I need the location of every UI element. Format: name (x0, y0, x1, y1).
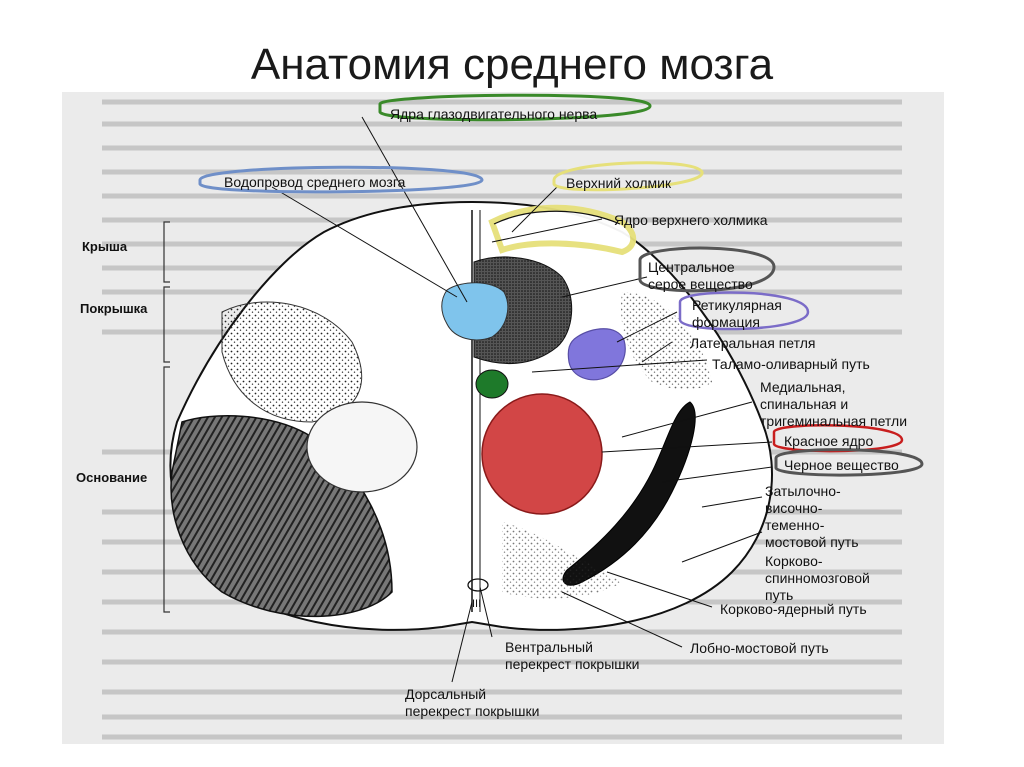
label-reticular-line1: Ретикулярная (692, 297, 782, 313)
label-dorsal-decussation-line1: Дорсальный (405, 686, 487, 702)
label-medial-line1: Медиальная, (760, 379, 846, 395)
label-corticospinal-line3: путь (765, 587, 794, 603)
slide-title: Анатомия среднего мозга (250, 40, 774, 89)
left-tegmentum-shading (221, 301, 363, 423)
label-medial-line3: тригеминальная петли (760, 413, 908, 429)
label-frontopontine: Лобно-мостовой путь (690, 640, 829, 656)
right-tegmentum-shading (621, 292, 712, 390)
label-occipito-line2: височно- (765, 500, 823, 516)
midbrain-illustration (102, 93, 924, 740)
label-occipito-line3: теменно- (765, 517, 825, 533)
leader-lines (271, 116, 773, 683)
label-red-nucleus: Красное ядро (784, 433, 874, 449)
label-superior-colliculus: Верхний холмик (566, 175, 672, 191)
label-ventral-decussation-line1: Вентральный (505, 639, 593, 655)
side-label-tegmentum: Покрышка (80, 301, 148, 316)
oculomotor-nucleus (475, 369, 509, 399)
label-lateral-lemniscus: Латеральная петля (690, 335, 816, 351)
label-oculomotor-nucleus: Ядра глазодвигательного нерва (390, 106, 598, 122)
label-corticospinal-line2: спинномозговой (765, 570, 870, 586)
label-occipito-line4: мостовой путь (765, 534, 859, 550)
label-superior-colliculus-nucleus: Ядро верхнего холмика (614, 212, 768, 228)
side-label-roof: Крыша (82, 239, 128, 254)
side-label-base: Основание (76, 470, 148, 485)
label-reticular-line2: формация (692, 314, 760, 330)
label-dorsal-decussation-line2: перекрест покрышки (405, 703, 540, 719)
nerve-iii-root (467, 578, 489, 592)
central-gray-matter (473, 256, 573, 365)
red-nucleus (481, 393, 603, 515)
label-thalamo-olivary: Таламо-оливарный путь (712, 356, 870, 372)
label-aqueduct: Водопровод среднего мозга (224, 174, 406, 190)
label-corticospinal-line1: Корково- (765, 553, 823, 569)
label-central-gray-line1: Центральное (648, 259, 735, 275)
label-corticonuclear: Корково-ядерный путь (720, 601, 867, 617)
label-highlights (198, 93, 924, 477)
cerebral-aqueduct (441, 282, 509, 341)
label-central-gray-line2: серое вещество (648, 276, 753, 292)
label-occipito-line1: Затылочно- (765, 483, 841, 499)
label-substantia-nigra: Черное вещество (784, 457, 899, 473)
label-ventral-decussation-line2: перекрест покрышки (505, 656, 640, 672)
superior-colliculus-cap (488, 204, 637, 256)
side-label-brackets (163, 221, 170, 613)
label-nerve-iii: III (472, 598, 482, 610)
left-red-nucleus-outline (306, 401, 418, 493)
label-medial-line2: спинальная и (760, 396, 849, 412)
